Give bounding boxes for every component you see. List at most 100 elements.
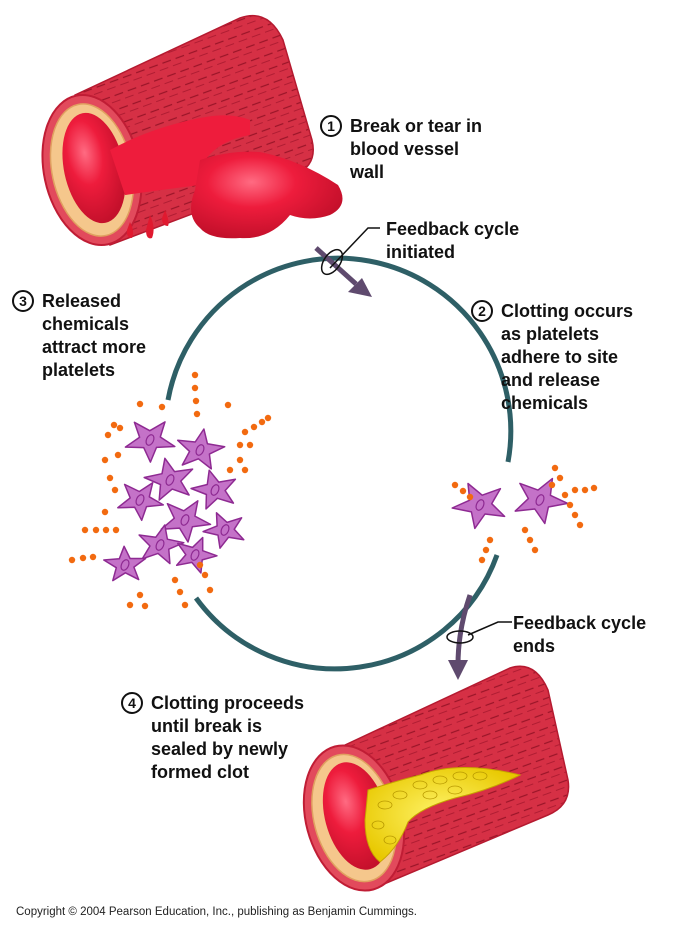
chemical-dot — [201, 571, 209, 579]
chemical-dot — [112, 526, 120, 534]
chemical-dot — [548, 481, 556, 489]
platelet — [124, 421, 176, 463]
chemical-dot — [111, 486, 119, 494]
chemical-dot — [258, 418, 266, 426]
step-1-label: 1 Break or tear in blood vessel wall — [320, 115, 482, 184]
platelet-nucleus — [475, 499, 485, 511]
copyright-notice: Copyright © 2004 Pearson Education, Inc.… — [16, 906, 417, 918]
step-4-number: 4 — [121, 692, 143, 714]
chemical-dot — [196, 561, 204, 569]
step-3-text: Released chemicals attract more platelet… — [42, 291, 147, 380]
chemical-dot — [101, 456, 109, 464]
platelet — [143, 457, 194, 501]
chemical-dot — [114, 451, 122, 459]
platelet — [103, 545, 147, 582]
platelet-nucleus — [145, 434, 155, 446]
chemical-dot — [478, 556, 486, 564]
chemical-dot — [141, 602, 149, 610]
chemical-dot — [590, 484, 598, 492]
platelet — [202, 512, 245, 549]
chemical-dot — [171, 576, 179, 584]
platelet — [451, 482, 506, 530]
chemical-dot — [106, 474, 114, 482]
chemical-dot — [102, 526, 110, 534]
chemical-dot — [181, 601, 189, 609]
chemical-dot — [241, 466, 249, 474]
chemical-dot — [556, 474, 564, 482]
chemical-dot — [566, 501, 574, 509]
chemical-dot — [264, 414, 272, 422]
platelet — [514, 477, 569, 525]
chemical-dot — [110, 421, 118, 429]
step-4-text: Clotting proceeds until break is sealed … — [151, 693, 305, 782]
platelet-nucleus — [180, 514, 190, 526]
chemical-dot — [521, 526, 529, 534]
platelet-cluster-small — [451, 477, 569, 530]
platelet — [160, 500, 212, 543]
step-2-number: 2 — [471, 300, 493, 322]
step-2-label: 2 Clotting occurs as platelets adhere to… — [471, 300, 633, 415]
chemical-dot — [101, 508, 109, 516]
chemical-dot — [176, 588, 184, 596]
platelet-nucleus — [210, 484, 220, 496]
chemical-dot — [551, 464, 559, 472]
platelet-nucleus — [155, 539, 165, 551]
step-3-number: 3 — [12, 290, 34, 312]
chemical-dot — [126, 601, 134, 609]
chemical-dots — [68, 371, 598, 610]
chemical-dot — [576, 521, 584, 529]
chemical-dot — [241, 428, 249, 436]
chemical-dot — [192, 397, 200, 405]
chemical-dot — [191, 384, 199, 392]
platelet-nucleus — [190, 549, 200, 561]
chemical-dot — [136, 591, 144, 599]
chemical-dot — [226, 466, 234, 474]
chemical-dot — [158, 403, 166, 411]
step-1-text: Break or tear in blood vessel wall — [350, 116, 483, 182]
platelet-nucleus — [120, 559, 130, 571]
feedback-initiated-label: Feedback cycle initiated — [386, 219, 520, 262]
step-2-text: Clotting occurs as platelets adhere to s… — [501, 301, 634, 413]
chemical-dot — [246, 441, 254, 449]
chemical-dot — [526, 536, 534, 544]
chemical-dot — [482, 546, 490, 554]
chemical-dot — [571, 511, 579, 519]
chemical-dot — [136, 400, 144, 408]
chemical-dot — [206, 586, 214, 594]
chemical-dot — [236, 456, 244, 464]
platelet — [176, 428, 226, 470]
chemical-dot — [531, 546, 539, 554]
feedback-ends-label: Feedback cycle ends — [513, 613, 647, 656]
chemical-dot — [250, 423, 258, 431]
chemical-dot — [116, 424, 124, 432]
platelet — [190, 469, 237, 510]
chemical-dot — [571, 486, 579, 494]
chemical-dot — [191, 371, 199, 379]
platelet — [138, 524, 185, 565]
platelet — [117, 481, 165, 522]
platelet-nucleus — [135, 494, 145, 506]
chemical-dot — [68, 556, 76, 564]
step-1-number: 1 — [320, 115, 342, 137]
chemical-dot — [92, 526, 100, 534]
chemical-dot — [81, 526, 89, 534]
platelet-nucleus — [165, 474, 175, 486]
cycle-ends-arrow — [446, 594, 512, 680]
chemical-dot — [486, 536, 494, 544]
platelet — [175, 536, 218, 574]
sealed-blood-vessel — [302, 665, 570, 892]
platelet-nucleus — [220, 524, 230, 536]
platelet-nucleus — [195, 444, 205, 456]
step-4-label: 4 Clotting proceeds until break is seale… — [121, 692, 304, 784]
chemical-dot — [581, 486, 589, 494]
chemical-dot — [104, 431, 112, 439]
chemical-dot — [224, 401, 232, 409]
chemical-dot — [451, 481, 459, 489]
chemical-dot — [561, 491, 569, 499]
chemical-dot — [466, 493, 474, 501]
chemical-dot — [89, 553, 97, 561]
step-3-label: 3 Released chemicals attract more platel… — [12, 290, 146, 382]
platelet-nucleus — [535, 494, 545, 506]
